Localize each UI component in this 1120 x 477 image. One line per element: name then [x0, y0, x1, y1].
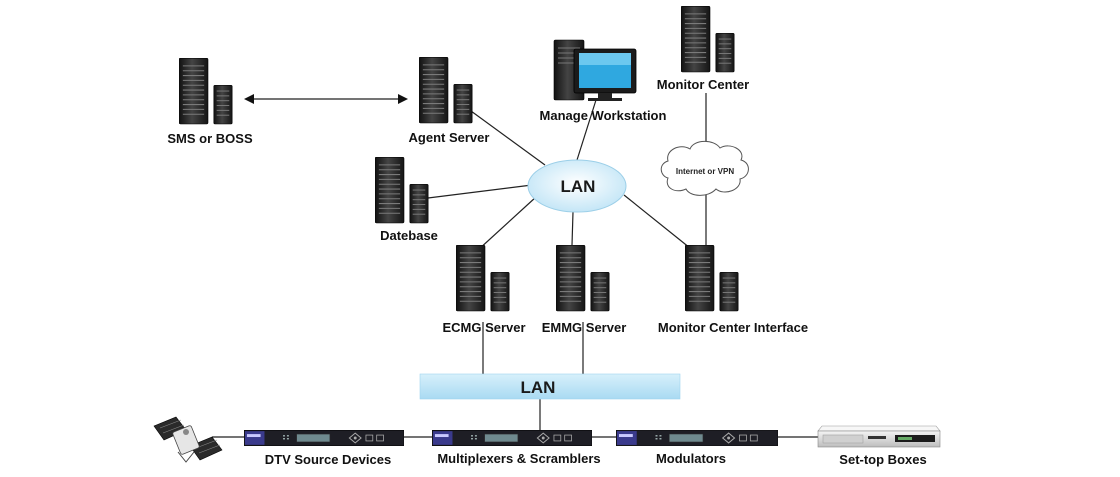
internet-vpn-label: Internet or VPN: [676, 167, 734, 176]
workstation-icon: [553, 39, 637, 101]
monitor-center-label: Monitor Center: [657, 77, 749, 92]
dtv-source-devices-label: DTV Source Devices: [265, 452, 391, 467]
emmg-server-icon: [556, 245, 610, 312]
manage-workstation-label: Manage Workstation: [540, 108, 667, 123]
lan-cloud-label: LAN: [561, 177, 596, 196]
lan-bus-label: LAN: [521, 378, 556, 397]
internet-vpn-cloud: Internet or VPN: [660, 140, 749, 196]
multiplexers-scramblers-label: Multiplexers & Scramblers: [437, 451, 600, 466]
set-top-box-icon: [817, 425, 941, 448]
agent-server-label: Agent Server: [409, 130, 490, 145]
set-top-boxes-label: Set-top Boxes: [839, 452, 926, 467]
sms-boss-server-icon: [179, 58, 233, 125]
lan-bus: LAN: [419, 373, 681, 400]
modulators-label: Modulators: [656, 451, 726, 466]
monitor-center-server-icon: [681, 6, 735, 73]
agent-server-icon: [419, 57, 473, 124]
sms-boss-label: SMS or BOSS: [167, 131, 253, 146]
lan-cloud: LAN: [527, 159, 627, 213]
emmg-server-label: EMMG Server: [542, 320, 627, 335]
dtv-source-device-rack: [244, 430, 404, 446]
monitor-center-interface-label: Monitor Center Interface: [658, 320, 808, 335]
sms-agent-arrow: [244, 94, 408, 104]
datebase-server-icon: [375, 157, 429, 224]
ecmg-server-label: ECMG Server: [442, 320, 525, 335]
satellite-icon: [153, 416, 223, 463]
modulator-rack: [616, 430, 778, 446]
connection-lines: [212, 93, 820, 438]
multiplexer-scrambler-rack: [432, 430, 592, 446]
ecmg-server-icon: [456, 245, 510, 312]
monitor-center-interface-server-icon: [685, 245, 739, 312]
datebase-label: Datebase: [380, 228, 438, 243]
